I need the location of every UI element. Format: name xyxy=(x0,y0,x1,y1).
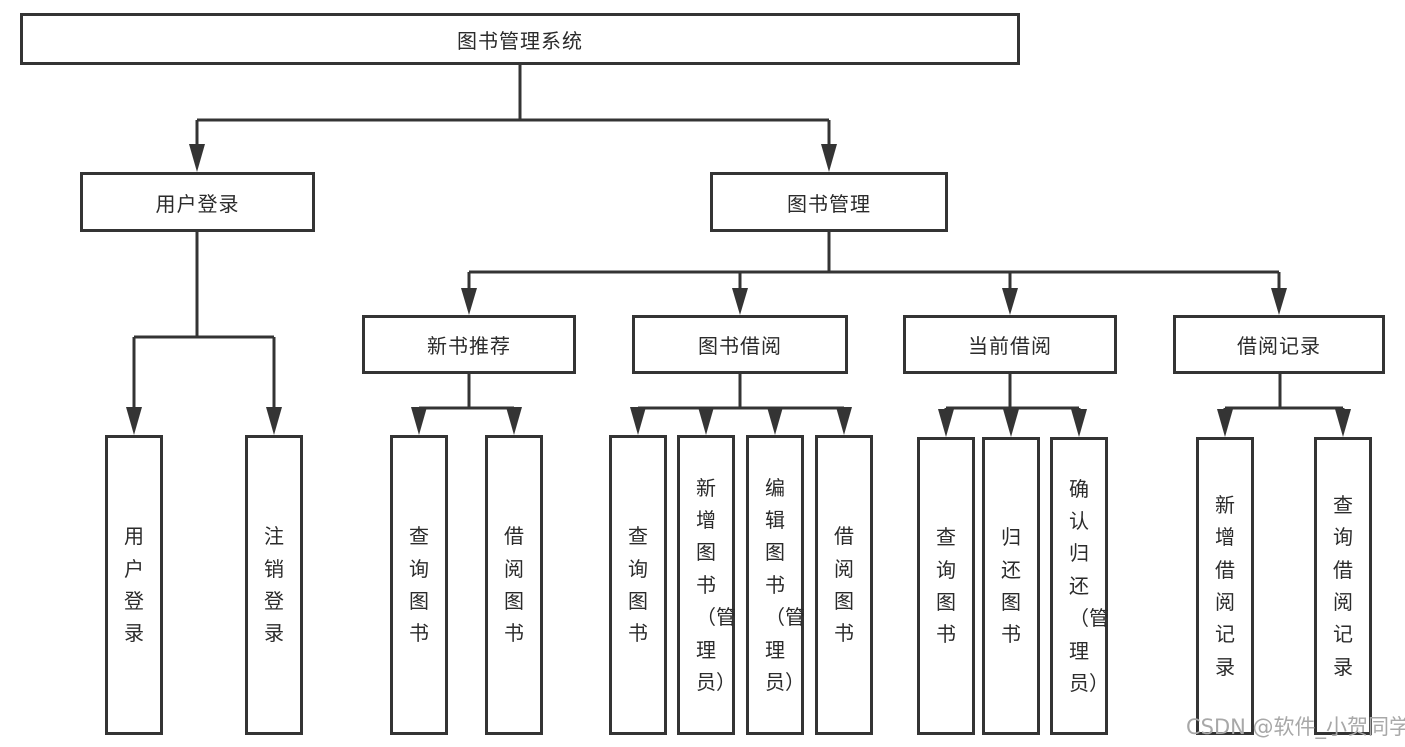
node-label: 借阅图书 xyxy=(504,524,524,646)
leaf-borrow-books-borrowing: 借阅图书 xyxy=(815,435,873,735)
node-label: 新增图书（管理员） xyxy=(696,475,736,694)
node-library-management-system: 图书管理系统 xyxy=(20,13,1020,65)
leaf-user-login: 用户登录 xyxy=(105,435,163,735)
node-label: 图书管理 xyxy=(787,191,871,216)
node-label: 注销登录 xyxy=(264,524,284,646)
leaf-add-books-admin: 新增图书（管理员） xyxy=(677,435,736,735)
node-label: 查询图书 xyxy=(409,524,429,646)
leaf-return-books: 归还图书 xyxy=(982,437,1040,735)
node-label: 用户登录 xyxy=(124,524,144,646)
node-label: 借阅图书 xyxy=(834,524,854,646)
node-label: 查询借阅记录 xyxy=(1333,492,1353,679)
node-new-book-recommendation: 新书推荐 xyxy=(362,315,576,374)
node-user-login-branch: 用户登录 xyxy=(80,172,315,232)
node-current-borrowing: 当前借阅 xyxy=(903,315,1117,374)
node-label: 查询图书 xyxy=(628,524,648,646)
leaf-borrow-books-recommend: 借阅图书 xyxy=(485,435,543,735)
node-label: 编辑图书（管理员） xyxy=(765,475,805,694)
node-book-borrowing: 图书借阅 xyxy=(632,315,848,374)
node-book-management: 图书管理 xyxy=(710,172,948,232)
leaf-query-books-borrowing: 查询图书 xyxy=(609,435,667,735)
node-label: 查询图书 xyxy=(936,525,956,647)
node-label: 新书推荐 xyxy=(427,334,511,358)
leaf-query-books-recommend: 查询图书 xyxy=(390,435,448,735)
node-label: 借阅记录 xyxy=(1237,334,1321,358)
leaf-edit-books-admin: 编辑图书（管理员） xyxy=(746,435,805,735)
node-label: 用户登录 xyxy=(155,191,240,216)
leaf-logout: 注销登录 xyxy=(245,435,303,735)
leaf-query-borrow-record: 查询借阅记录 xyxy=(1314,437,1372,735)
leaf-query-books-current: 查询图书 xyxy=(917,437,975,735)
node-borrowing-records: 借阅记录 xyxy=(1173,315,1385,374)
node-label: 新增借阅记录 xyxy=(1215,492,1235,679)
node-label: 图书借阅 xyxy=(698,334,782,358)
node-label: 图书管理系统 xyxy=(457,28,583,53)
leaf-add-borrow-record: 新增借阅记录 xyxy=(1196,437,1254,735)
node-label: 确认归还（管理员） xyxy=(1069,476,1109,695)
node-label: 归还图书 xyxy=(1001,525,1021,647)
leaf-confirm-return-admin: 确认归还（管理员） xyxy=(1050,437,1109,735)
node-label: 当前借阅 xyxy=(968,334,1052,358)
